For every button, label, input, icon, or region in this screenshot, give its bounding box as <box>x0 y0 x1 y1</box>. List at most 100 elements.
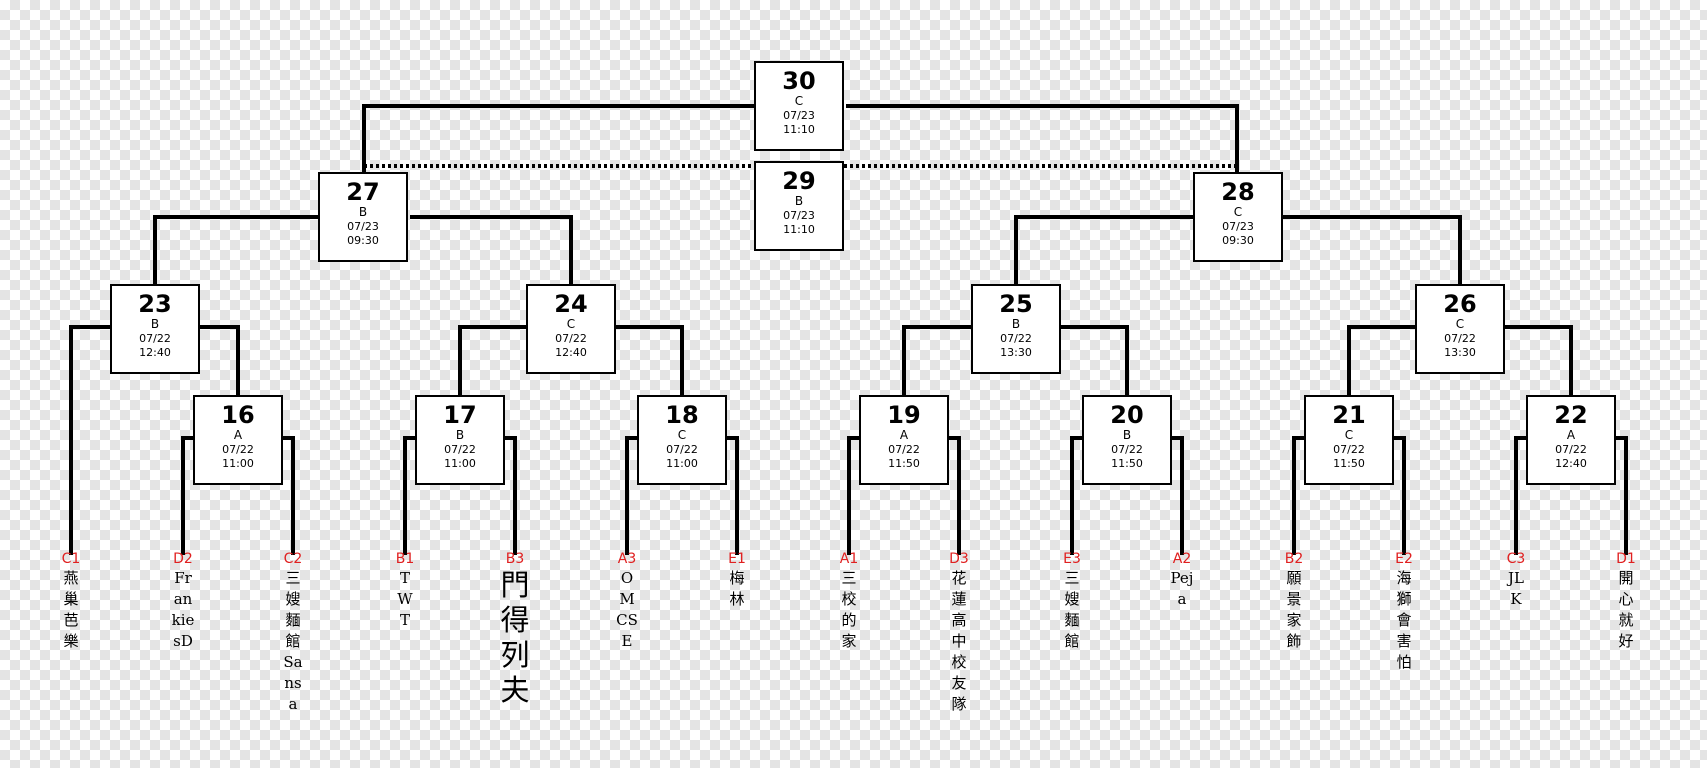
team-seed: D1 <box>1616 551 1636 567</box>
team-entry: E1 梅林 <box>725 550 749 610</box>
team-entry: D1 開心就好 <box>1614 550 1638 652</box>
match-28: 28 C 07/23 09:30 <box>1193 172 1283 262</box>
team-seed: A3 <box>617 551 637 567</box>
match-court: A <box>1566 428 1576 442</box>
match-date: 07/22 <box>1111 443 1143 456</box>
match-30: 30 C 07/23 11:10 <box>754 61 844 151</box>
team-name: TWT <box>397 569 413 629</box>
match-time: 11:50 <box>888 457 920 470</box>
match-number: 20 <box>1110 401 1144 429</box>
match-time: 09:30 <box>1222 234 1254 247</box>
team-seed: D2 <box>173 551 193 567</box>
match-number: 26 <box>1443 290 1477 318</box>
team-name: FrankiesD <box>171 569 195 650</box>
match-date: 07/22 <box>1555 443 1587 456</box>
match-date: 07/22 <box>555 332 587 345</box>
match-number: 21 <box>1332 401 1366 429</box>
match-date: 07/22 <box>1333 443 1365 456</box>
match-time: 12:40 <box>139 346 171 359</box>
match-date: 07/23 <box>347 220 379 233</box>
match-16: 16 A 07/22 11:00 <box>193 395 283 485</box>
match-26: 26 C 07/22 13:30 <box>1415 284 1505 374</box>
team-seed: C3 <box>1506 551 1526 567</box>
match-number: 16 <box>221 401 255 429</box>
team-entry: B1 TWT <box>393 550 417 631</box>
match-17: 17 B 07/22 11:00 <box>415 395 505 485</box>
match-court: A <box>899 428 909 442</box>
match-number: 18 <box>665 401 699 429</box>
match-court: B <box>1122 428 1132 442</box>
match-court: B <box>358 205 368 219</box>
match-court: B <box>1011 317 1021 331</box>
match-time: 13:30 <box>1444 346 1476 359</box>
team-seed: E3 <box>1063 551 1081 567</box>
match-29: 29 B 07/23 11:10 <box>754 161 844 251</box>
team-name: 燕巢芭樂 <box>63 569 79 650</box>
match-court: A <box>233 428 243 442</box>
team-name: 開心就好 <box>1618 569 1634 650</box>
match-court: C <box>1233 205 1243 219</box>
team-entry: A3 OMCSE <box>615 550 639 652</box>
match-number: 19 <box>887 401 921 429</box>
team-name: 門得列夫 <box>500 568 530 707</box>
match-number: 23 <box>138 290 172 318</box>
team-name: Peja <box>1170 569 1194 608</box>
team-name: 三嫂麵館 <box>1064 569 1080 650</box>
match-21: 21 C 07/22 11:50 <box>1304 395 1394 485</box>
match-number: 24 <box>554 290 588 318</box>
match-number: 22 <box>1554 401 1588 429</box>
team-seed: C1 <box>61 551 81 567</box>
match-time: 11:00 <box>444 457 476 470</box>
match-number: 25 <box>999 290 1033 318</box>
match-court: B <box>794 194 804 208</box>
match-time: 11:10 <box>783 223 815 236</box>
match-time: 12:40 <box>555 346 587 359</box>
team-entry: D3 花蓮高中校友隊 <box>947 550 971 715</box>
match-time: 11:50 <box>1111 457 1143 470</box>
match-court: C <box>794 94 804 108</box>
match-24: 24 C 07/22 12:40 <box>526 284 616 374</box>
team-seed: D3 <box>949 551 969 567</box>
match-date: 07/22 <box>139 332 171 345</box>
match-number: 30 <box>782 67 816 95</box>
match-court: C <box>1455 317 1465 331</box>
match-time: 12:40 <box>1555 457 1587 470</box>
match-court: C <box>1344 428 1354 442</box>
match-date: 07/22 <box>444 443 476 456</box>
team-name: 願景家飾 <box>1286 569 1302 650</box>
team-entry: E2 海獅會害怕 <box>1392 550 1416 673</box>
match-date: 07/22 <box>888 443 920 456</box>
match-date: 07/22 <box>666 443 698 456</box>
match-number: 29 <box>782 167 816 195</box>
team-entry: B3 門得列夫 <box>495 550 535 708</box>
team-name: 海獅會害怕 <box>1396 569 1412 671</box>
team-seed: C2 <box>283 551 303 567</box>
match-court: B <box>150 317 160 331</box>
team-name: 三嫂麵館Sansa <box>283 569 303 713</box>
team-seed: E1 <box>728 551 746 567</box>
match-27: 27 B 07/23 09:30 <box>318 172 408 262</box>
match-time: 11:10 <box>783 123 815 136</box>
match-date: 07/23 <box>783 109 815 122</box>
match-date: 07/22 <box>1000 332 1032 345</box>
match-date: 07/22 <box>1444 332 1476 345</box>
match-time: 11:00 <box>222 457 254 470</box>
team-seed: B3 <box>505 551 525 567</box>
team-entry: C3 JLK <box>1504 550 1528 610</box>
team-seed: E2 <box>1395 551 1413 567</box>
team-entry: A2 Peja <box>1170 550 1194 610</box>
team-seed: B1 <box>395 551 415 567</box>
match-22: 22 A 07/22 12:40 <box>1526 395 1616 485</box>
team-name: 三校的家 <box>841 569 857 650</box>
team-name: 花蓮高中校友隊 <box>951 569 967 713</box>
match-date: 07/23 <box>783 209 815 222</box>
team-entry: D2 FrankiesD <box>171 550 195 652</box>
team-name: 梅林 <box>729 569 745 608</box>
match-20: 20 B 07/22 11:50 <box>1082 395 1172 485</box>
team-entry: C1 燕巢芭樂 <box>59 550 83 652</box>
match-date: 07/22 <box>222 443 254 456</box>
team-name: JLK <box>1508 569 1524 608</box>
team-entry: C2 三嫂麵館Sansa <box>281 550 305 715</box>
match-time: 09:30 <box>347 234 379 247</box>
